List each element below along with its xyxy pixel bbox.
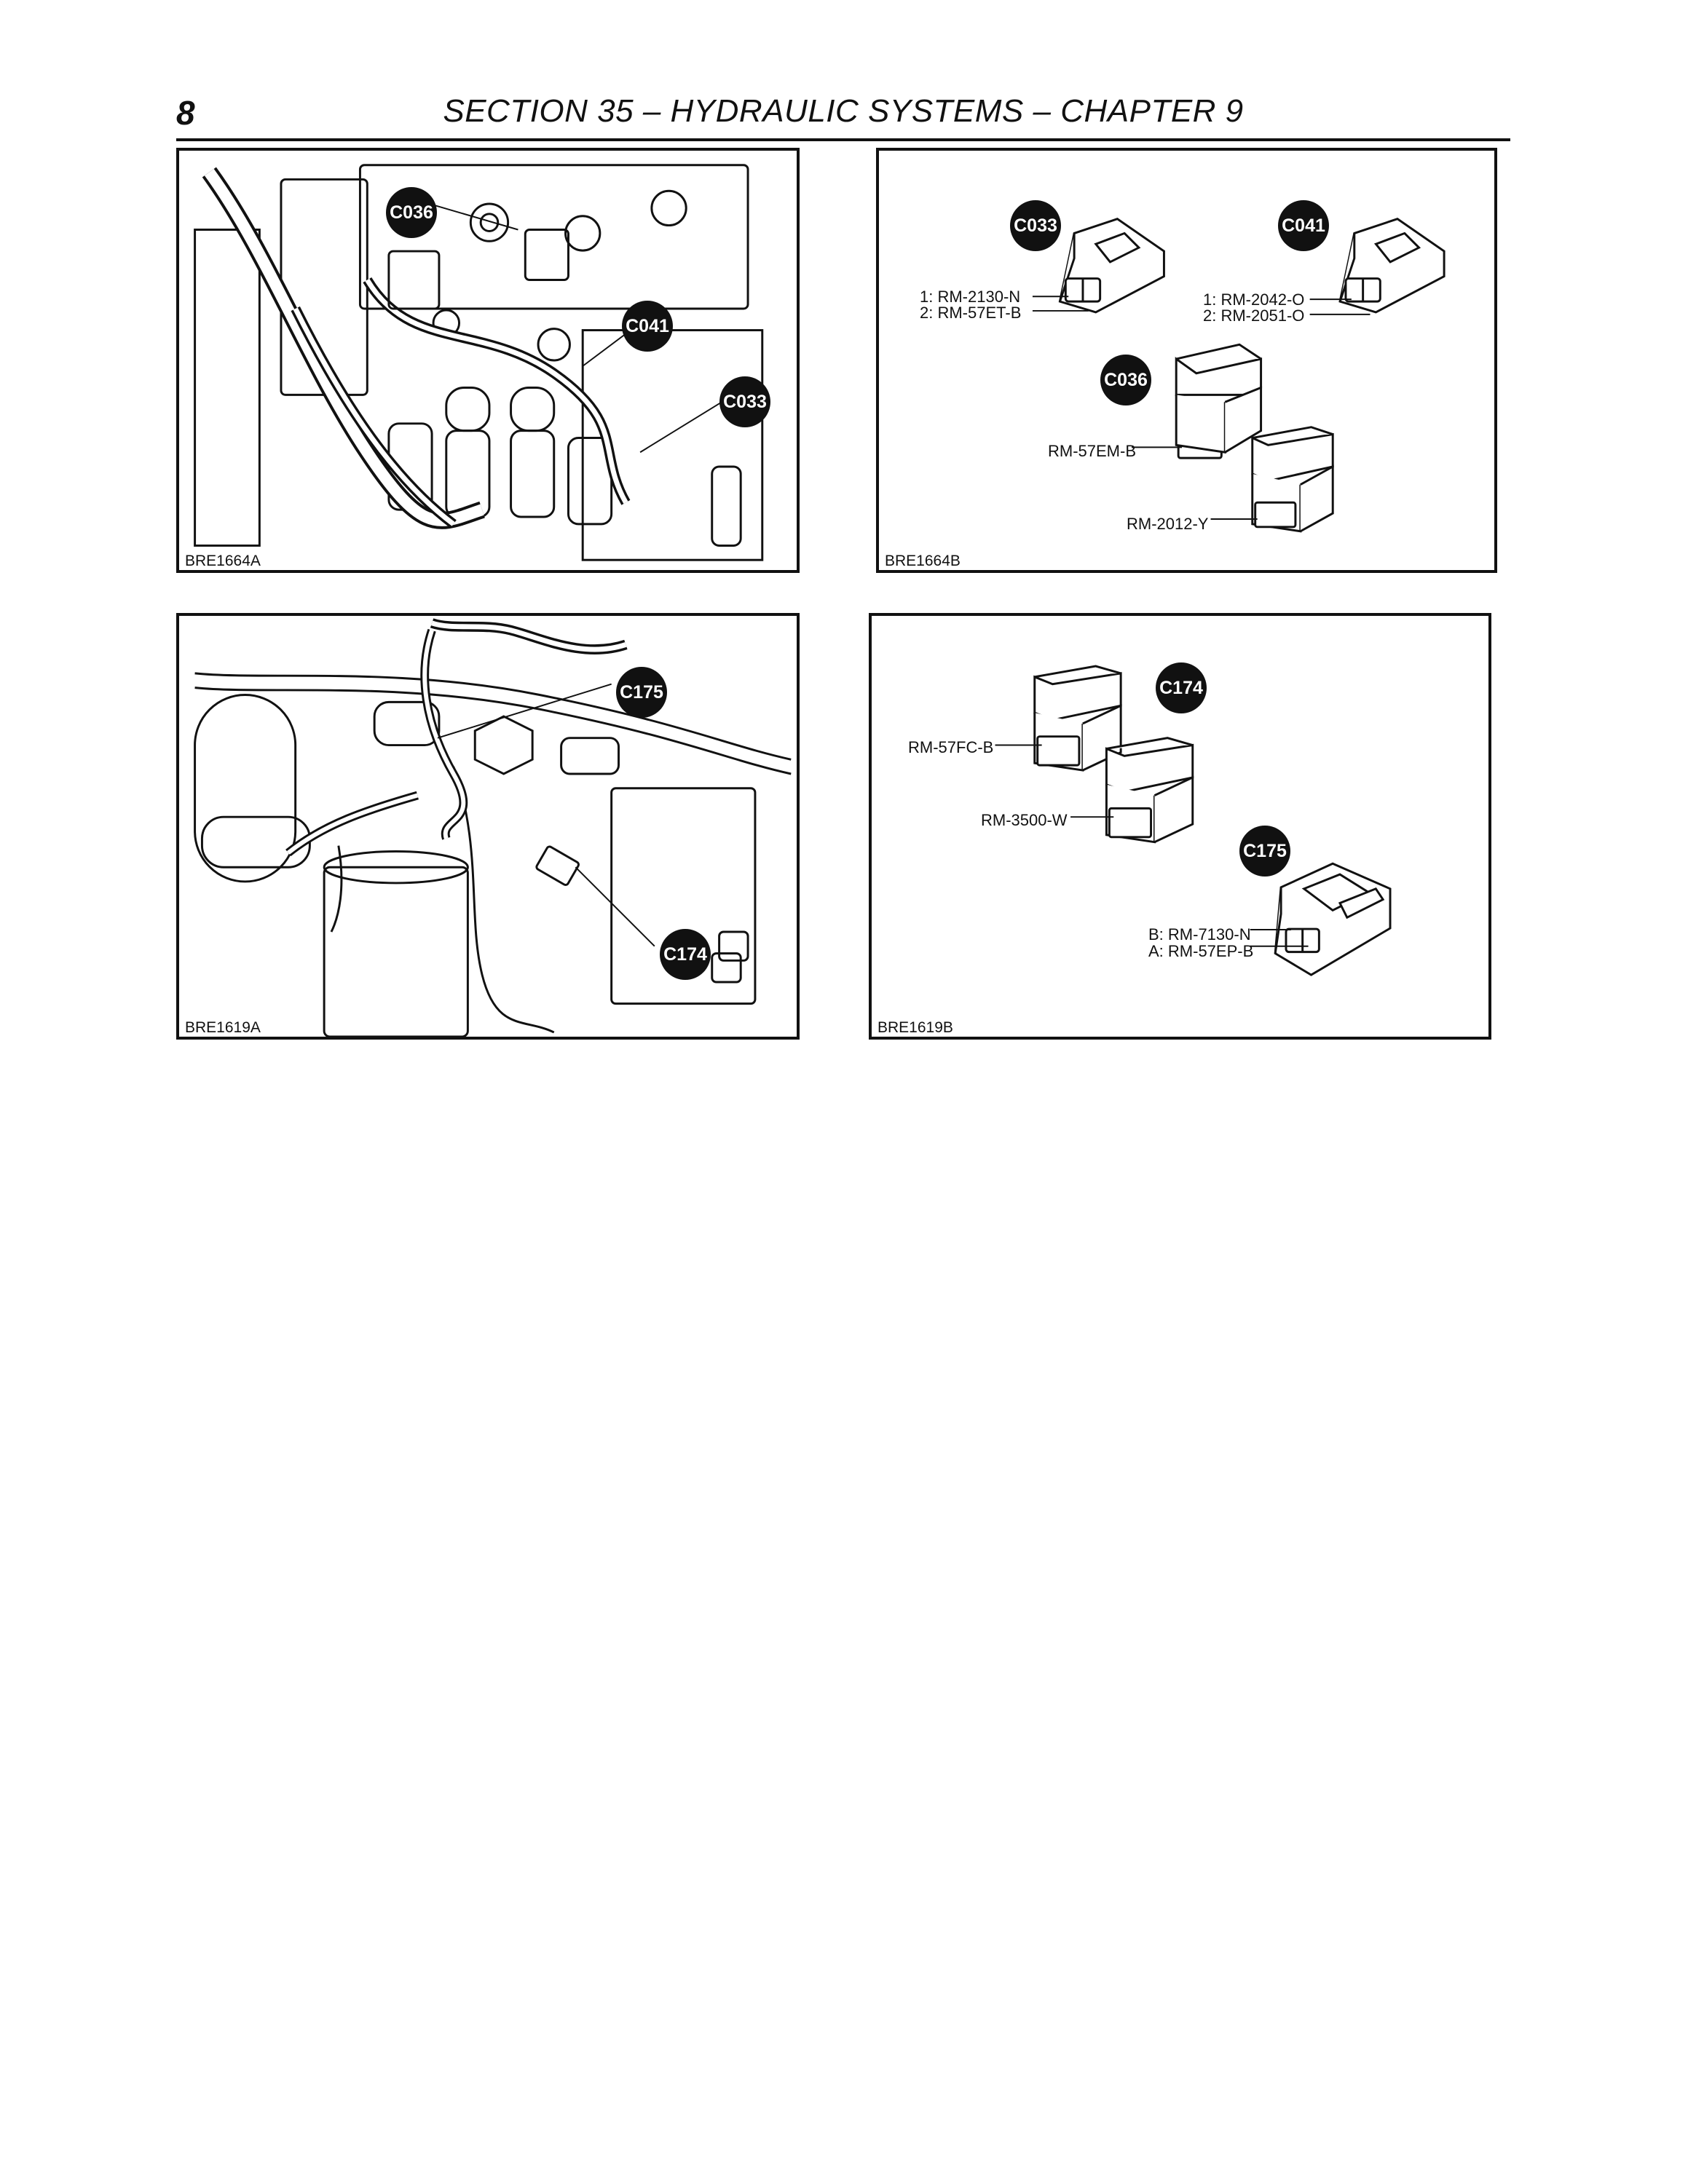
c174-wire1-label: RM-57FC-B bbox=[908, 738, 994, 756]
engine-line-drawing-c bbox=[194, 618, 792, 1037]
c033-pin2-label: 2: RM-57ET-B bbox=[920, 304, 1022, 322]
c041-pin2-label: 2: RM-2051-O bbox=[1203, 306, 1305, 325]
callout-c036: C036 bbox=[1100, 355, 1151, 405]
connector-c033-drawing bbox=[1058, 218, 1165, 314]
figure-code: BRE1664B bbox=[882, 553, 963, 570]
c174-wire2-label: RM-3500-W bbox=[981, 811, 1068, 829]
connector-diagram-d bbox=[995, 665, 1392, 976]
c033-pin1-label: 1: RM-2130-N bbox=[920, 288, 1021, 306]
figure-bre1619a: C175 C174 BRE1619A bbox=[176, 613, 800, 1040]
c175-pina-label: A: RM-57EP-B bbox=[1148, 942, 1254, 960]
figure-code: BRE1664A bbox=[182, 553, 264, 570]
header-rule bbox=[176, 138, 1510, 141]
callout-c033: C033 bbox=[1010, 200, 1061, 251]
callout-c175: C175 bbox=[1239, 826, 1290, 877]
figure-code: BRE1619A bbox=[182, 1019, 264, 1037]
connector-c036-wire2-drawing bbox=[1251, 426, 1334, 533]
c041-pin1-label: 1: RM-2042-O bbox=[1203, 290, 1305, 309]
connector-c174-wire2-drawing bbox=[1105, 737, 1194, 844]
page-header: 8 SECTION 35 – HYDRAULIC SYSTEMS – CHAPT… bbox=[176, 93, 1510, 141]
engine-line-drawing-a bbox=[194, 164, 764, 561]
callout-c174: C174 bbox=[660, 929, 711, 980]
callout-c041: C041 bbox=[622, 301, 673, 352]
connector-c036-wire1-drawing bbox=[1175, 343, 1263, 459]
c036-wire1-label: RM-57EM-B bbox=[1048, 442, 1137, 460]
connector-c174-wire1-drawing bbox=[1033, 665, 1122, 772]
figure-code: BRE1619B bbox=[875, 1019, 956, 1037]
page-title: SECTION 35 – HYDRAULIC SYSTEMS – CHAPTER… bbox=[443, 93, 1244, 129]
callout-c175: C175 bbox=[616, 667, 667, 718]
connector-diagram-b bbox=[1032, 218, 1446, 533]
connector-c041-drawing bbox=[1338, 218, 1446, 314]
callout-c036: C036 bbox=[386, 187, 437, 238]
callout-c041: C041 bbox=[1278, 200, 1329, 251]
connector-c175-drawing bbox=[1274, 862, 1392, 976]
figure-bre1664a: C036 C041 C033 BRE1664A bbox=[176, 148, 800, 573]
page-number: 8 bbox=[176, 94, 195, 132]
c175-pinb-label: B: RM-7130-N bbox=[1148, 925, 1251, 943]
c036-wire2-label: RM-2012-Y bbox=[1127, 515, 1209, 533]
callout-c033: C033 bbox=[719, 376, 770, 427]
figure-bre1619b: C174 C175 RM-57FC-B RM-3500-W B: RM-7130… bbox=[869, 613, 1491, 1040]
callout-c174: C174 bbox=[1156, 662, 1207, 713]
figure-bre1664b: C033 C041 C036 1: RM-2130-N 2: RM-57ET-B… bbox=[876, 148, 1497, 573]
